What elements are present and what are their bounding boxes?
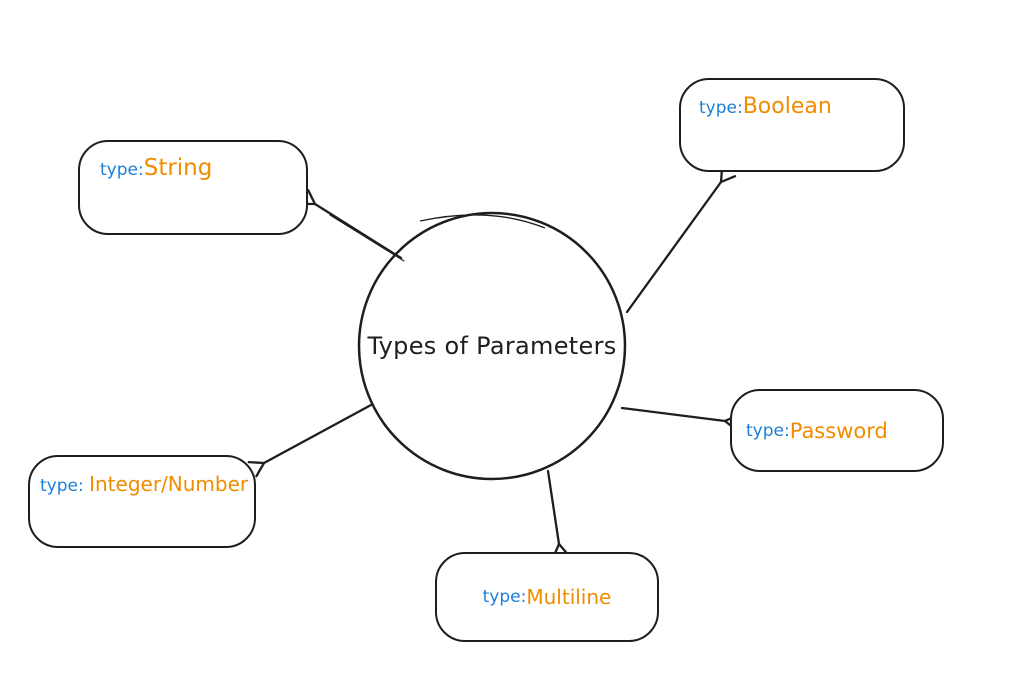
node-type-string[interactable]: type:String xyxy=(78,140,308,235)
arrow-to-multiline[interactable] xyxy=(546,469,570,560)
arrow-to-string[interactable] xyxy=(298,189,405,262)
arrow-to-integer[interactable] xyxy=(247,403,373,478)
type-prefix-label: type: xyxy=(482,587,527,607)
type-value-label: Integer/Number xyxy=(89,472,249,496)
type-prefix-label: type: xyxy=(699,98,743,118)
node-type-integer-number[interactable]: type: Integer/Number xyxy=(28,455,256,548)
type-prefix-label: type: xyxy=(100,160,144,180)
type-value-label: Password xyxy=(789,418,888,443)
type-value-label: Boolean xyxy=(742,94,832,119)
type-value-label: String xyxy=(143,155,213,181)
arrow-to-boolean[interactable] xyxy=(625,165,737,314)
pen-stroke-artifact xyxy=(419,214,546,229)
arrow-to-password[interactable] xyxy=(620,406,741,432)
type-prefix-label: type: xyxy=(746,420,790,441)
node-type-multiline[interactable]: type:Multiline xyxy=(435,552,659,642)
center-circle[interactable] xyxy=(357,211,627,481)
node-type-password[interactable]: type:Password xyxy=(730,389,944,472)
type-prefix-label: type: xyxy=(40,476,90,496)
type-value-label: Multiline xyxy=(526,585,612,609)
node-type-boolean[interactable]: type:Boolean xyxy=(679,78,905,172)
